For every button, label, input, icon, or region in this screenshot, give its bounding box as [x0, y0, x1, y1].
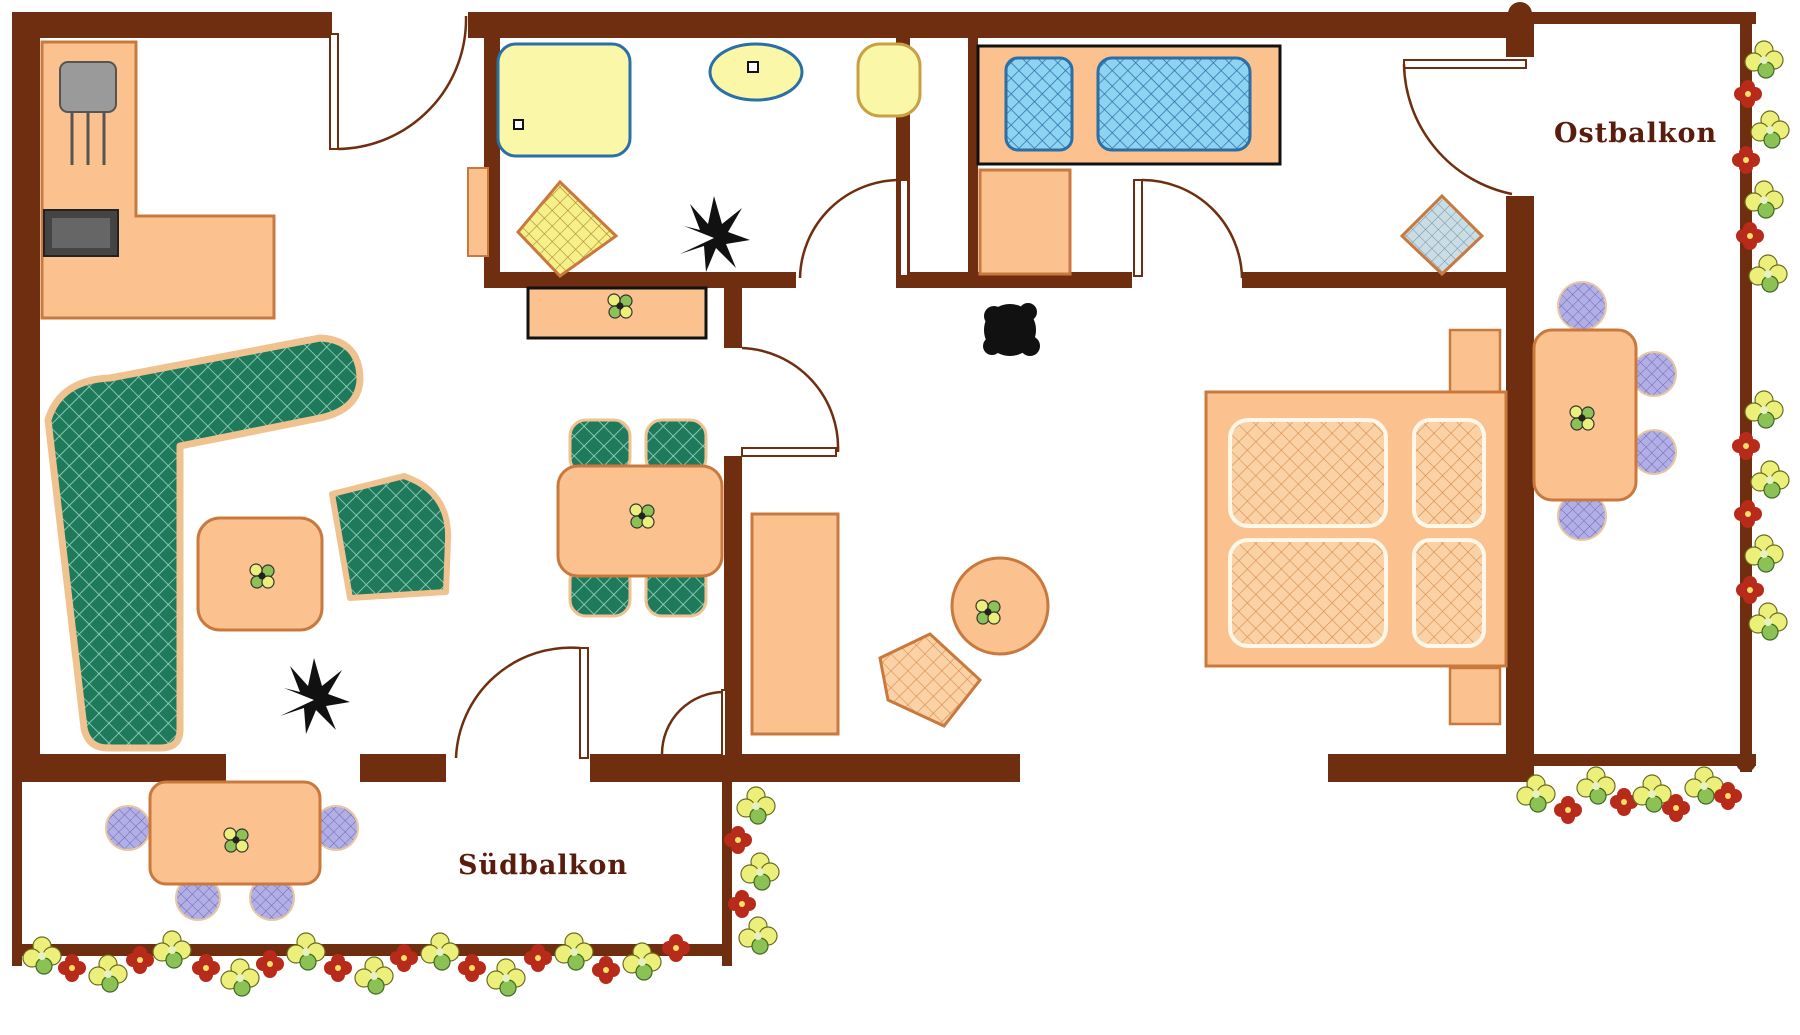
bath-shelf	[467, 167, 489, 257]
nightstand-bottom	[1448, 666, 1502, 726]
door-east-balcony	[1403, 59, 1527, 69]
kitchen	[40, 40, 276, 320]
bathtub-basin	[1096, 56, 1252, 152]
utility-cabinet	[978, 168, 1072, 276]
door-entrance	[329, 33, 339, 150]
duvet-left-bottom	[1228, 538, 1388, 648]
pillow-top	[1412, 418, 1486, 528]
walls	[12, 2, 1756, 966]
duvet-left-top	[1228, 418, 1388, 528]
wardrobe	[750, 512, 840, 736]
bedroom	[750, 328, 1508, 736]
bathtub-basin-small	[1004, 56, 1074, 152]
living-room	[44, 334, 724, 752]
balcony-east: Ostbalkon	[1516, 40, 1790, 824]
flower-box-icon	[724, 786, 780, 955]
stove-icon	[59, 61, 117, 113]
bedroom-chair	[878, 632, 983, 728]
tub-room	[976, 44, 1282, 356]
toilet	[856, 42, 922, 118]
label-ostbalkon: Ostbalkon	[1554, 118, 1717, 149]
label-suedbalkon: Südbalkon	[458, 850, 628, 881]
door-corridor-right	[1133, 179, 1143, 277]
doors	[329, 15, 1527, 759]
balcony-south: Südbalkon	[22, 780, 780, 997]
bath-stool	[515, 179, 619, 278]
armchair	[329, 473, 452, 601]
pillow-bottom	[1412, 538, 1486, 648]
bathroom	[467, 42, 922, 340]
corner-sofa	[44, 334, 364, 752]
shower-tray	[496, 42, 632, 158]
door-living	[741, 447, 837, 457]
door-bathroom	[899, 179, 909, 277]
door-south-balcony	[579, 647, 589, 759]
corridor-chair	[1399, 193, 1485, 277]
nightstand-top	[1448, 328, 1502, 394]
